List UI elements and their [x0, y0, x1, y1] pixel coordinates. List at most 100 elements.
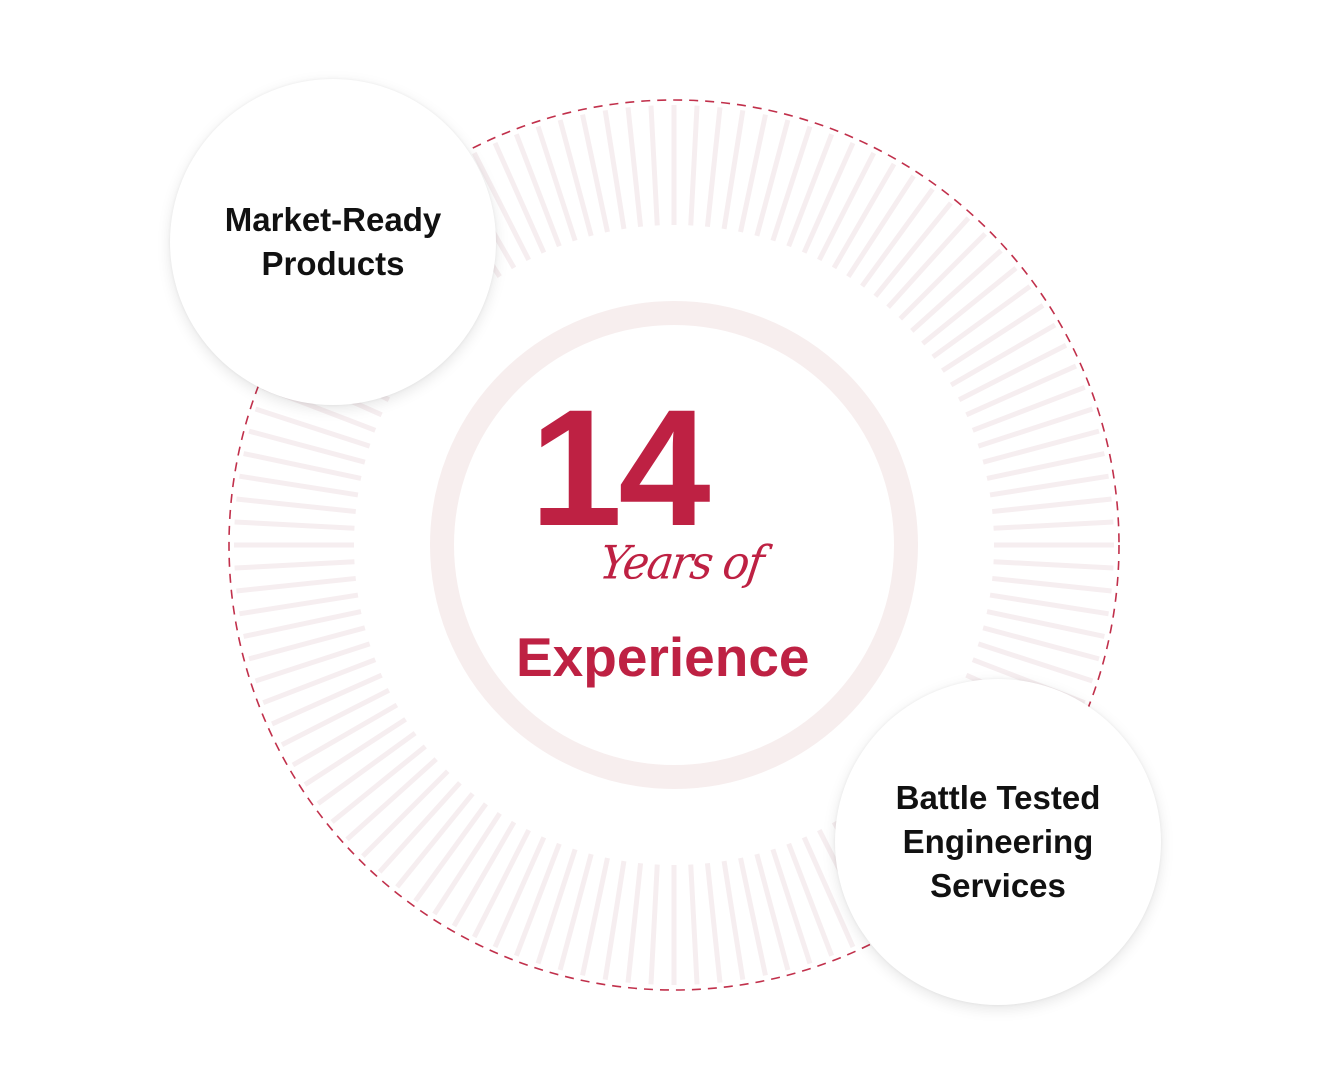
ray: [688, 105, 700, 226]
ray: [492, 836, 547, 948]
ray: [971, 384, 1086, 433]
ray: [303, 717, 407, 787]
ray: [535, 848, 578, 965]
ray: [648, 105, 660, 226]
ray: [280, 688, 391, 747]
ray: [377, 781, 462, 874]
ray: [982, 625, 1100, 662]
ray: [513, 133, 562, 248]
ray: [234, 519, 355, 531]
ray: [989, 473, 1109, 498]
ray: [801, 142, 856, 254]
ray: [688, 864, 700, 985]
ray: [770, 848, 813, 965]
ray: [602, 860, 627, 980]
ray: [993, 559, 1114, 571]
bubble-label-line: Engineering: [902, 823, 1094, 860]
ray: [831, 162, 897, 270]
ray: [513, 842, 562, 957]
ray: [786, 133, 835, 248]
bubble-label-line: Products: [261, 245, 405, 282]
ray: [982, 428, 1100, 465]
ray: [243, 609, 362, 639]
ray: [557, 853, 594, 971]
ray: [361, 769, 450, 858]
ray: [316, 731, 417, 806]
ray: [648, 864, 660, 985]
ray: [254, 641, 371, 684]
ray: [721, 860, 746, 980]
ray: [236, 575, 357, 594]
ray: [625, 862, 644, 983]
years-of-label: Years of: [596, 536, 766, 591]
bubble-label-line: Services: [930, 867, 1066, 904]
ray: [239, 473, 359, 498]
center-label: 14 Years of Experience: [430, 302, 918, 790]
experience-label: Experience: [516, 626, 810, 688]
market-ready-products-bubble: Market-Ready Products: [170, 79, 496, 405]
ray: [886, 216, 971, 309]
ray: [977, 641, 1094, 684]
ray: [236, 496, 357, 515]
ray: [704, 862, 723, 983]
ray: [898, 232, 987, 321]
ray: [770, 125, 813, 242]
ray: [986, 451, 1105, 481]
ray: [738, 857, 768, 976]
ray: [248, 625, 366, 662]
ray: [786, 842, 835, 957]
ray: [965, 363, 1077, 418]
ray: [413, 802, 488, 903]
ray: [432, 812, 502, 916]
ray: [957, 343, 1068, 402]
bubble-label-line: Market-Ready: [224, 201, 442, 238]
bubble-label-line: Battle Tested: [895, 779, 1101, 816]
ray: [991, 496, 1112, 515]
ray: [625, 107, 644, 228]
ray: [557, 119, 594, 237]
dashed-outer-ring: [228, 99, 1120, 991]
ray: [989, 592, 1109, 617]
ray: [986, 609, 1105, 639]
ray: [580, 857, 610, 976]
ray: [801, 836, 856, 948]
ray: [860, 187, 935, 288]
ray: [262, 657, 377, 706]
ray: [492, 142, 547, 254]
ray: [472, 828, 531, 939]
ray: [941, 303, 1045, 373]
battle-tested-engineering-services-bubble: Battle Tested Engineering Services: [835, 679, 1161, 1005]
ray: [345, 757, 438, 842]
years-count: 14: [530, 376, 711, 561]
ray: [910, 248, 1003, 333]
ray: [395, 792, 475, 889]
ray: [704, 107, 723, 228]
ray: [931, 284, 1032, 359]
ray: [602, 110, 627, 230]
ray: [738, 114, 768, 233]
ray: [754, 119, 791, 237]
ray: [535, 125, 578, 242]
ray: [580, 114, 610, 233]
ray: [873, 201, 953, 298]
ray: [993, 519, 1114, 531]
ray: [977, 406, 1094, 449]
inner-ring: [430, 301, 918, 789]
ray: [991, 575, 1112, 594]
ray: [817, 151, 876, 262]
ray: [243, 451, 362, 481]
ray: [451, 820, 517, 928]
ray: [271, 672, 383, 727]
ray: [846, 174, 916, 278]
ray: [239, 592, 359, 617]
ray: [248, 428, 366, 465]
ray: [949, 322, 1057, 388]
ray: [291, 702, 399, 768]
ray: [754, 853, 791, 971]
ray: [921, 266, 1018, 346]
ray: [254, 406, 371, 449]
ray: [330, 744, 427, 824]
ray: [721, 110, 746, 230]
ray: [234, 559, 355, 571]
